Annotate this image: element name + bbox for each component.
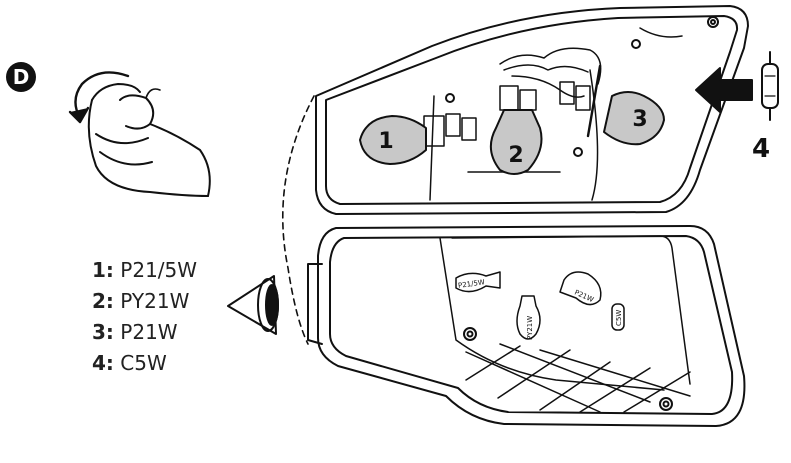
step-badge: D — [6, 62, 36, 92]
legend-separator: : — [105, 320, 114, 344]
dashed-connector — [281, 95, 315, 345]
legend-row: 2: PY21W — [92, 286, 197, 317]
eye-icon — [227, 275, 279, 335]
bulb-shapes — [359, 91, 665, 175]
bulb-1-shape — [359, 115, 427, 165]
bulb-legend: 1: P21/5W 2: PY21W 3: P21W 4: C5W — [92, 255, 197, 379]
bulb-3-shape — [603, 91, 665, 146]
legend-number: 3 — [92, 320, 106, 344]
legend-number: 1 — [92, 258, 106, 282]
bulb-2-shape — [489, 109, 543, 175]
callout-2: 2 — [508, 143, 523, 168]
legend-number: 4 — [92, 351, 106, 375]
callout-4: 4 — [752, 134, 771, 164]
callout-1: 1 — [378, 129, 393, 154]
legend-row: 3: P21W — [92, 317, 197, 348]
housing-label-py21w: PY21W — [526, 316, 534, 340]
lower-lamp-housing — [307, 225, 746, 427]
insert-arrow-icon — [695, 67, 753, 113]
legend-bulb-type: P21W — [120, 320, 178, 344]
rotate-arrow-icon — [68, 71, 130, 124]
legend-separator: : — [105, 258, 114, 282]
housing-label-p21-5w: P21/5W — [458, 278, 486, 290]
housing-label-c5w: C5W — [615, 310, 623, 326]
legend-row: 4: C5W — [92, 348, 197, 379]
legend-bulb-type: C5W — [120, 351, 167, 375]
legend-bulb-type: P21/5W — [120, 258, 198, 282]
callout-3: 3 — [632, 107, 647, 132]
legend-separator: : — [105, 289, 114, 313]
upper-lamp-housing — [315, 5, 749, 215]
legend-row: 1: P21/5W — [92, 255, 197, 286]
legend-separator: : — [105, 351, 114, 375]
legend-number: 2 — [92, 289, 106, 313]
legend-bulb-type: PY21W — [120, 289, 190, 313]
housing-label-p21w: P21W — [573, 289, 595, 304]
c5w-bulb-icon — [761, 51, 779, 121]
hand-illustration — [87, 83, 211, 197]
